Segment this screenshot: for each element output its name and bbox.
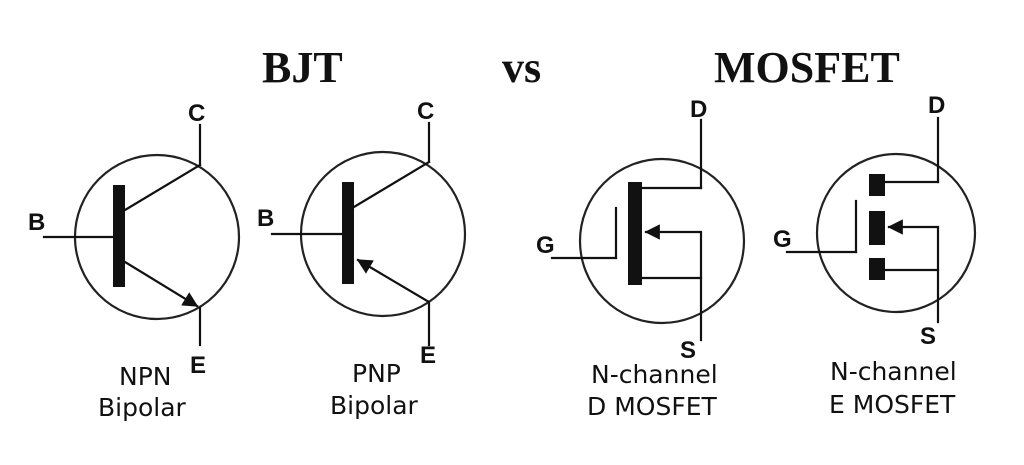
dmosfet-pin-gate-label: G bbox=[536, 232, 555, 259]
npn-pin-base-label: B bbox=[28, 209, 45, 236]
emosfet-caption-line1: N-channel bbox=[830, 357, 957, 386]
dmosfet-channel-bar bbox=[628, 182, 642, 285]
npn-transistor-symbol: B C E NPN Bipolar bbox=[28, 100, 241, 422]
title-mosfet: MOSFET bbox=[714, 43, 900, 92]
pnp-transistor-symbol: B C E PNP Bipolar bbox=[257, 98, 467, 420]
dmosfet-caption-line1: N-channel bbox=[591, 360, 718, 389]
dmosfet-caption-line2: D MOSFET bbox=[587, 392, 717, 421]
pnp-caption-line1: PNP bbox=[352, 359, 401, 388]
pnp-pin-base-label: B bbox=[257, 205, 274, 232]
title-bjt: BJT bbox=[262, 43, 343, 92]
emosfet-envelope bbox=[815, 152, 977, 314]
npn-pin-emitter-label: E bbox=[190, 352, 206, 379]
dmosfet-envelope bbox=[578, 157, 746, 325]
npn-pin-collector-label: C bbox=[188, 100, 205, 127]
depletion-mosfet-symbol: D G S N-channel D MOSFET bbox=[536, 96, 746, 421]
npn-collector-lead bbox=[123, 163, 202, 212]
npn-base-bar bbox=[113, 185, 125, 287]
npn-emitter-lead bbox=[123, 260, 199, 308]
emosfet-pin-source-label: S bbox=[920, 323, 936, 350]
emosfet-caption-line2: E MOSFET bbox=[829, 390, 956, 419]
pnp-pin-emitter-label: E bbox=[420, 342, 436, 369]
pnp-caption-line2: Bipolar bbox=[330, 391, 419, 420]
pnp-collector-lead bbox=[352, 160, 431, 209]
pnp-pin-collector-label: C bbox=[417, 98, 434, 125]
enhancement-mosfet-symbol: D G S N-channel E MOSFET bbox=[773, 92, 977, 419]
emosfet-channel-segment-middle bbox=[869, 211, 885, 245]
title-vs: vs bbox=[502, 43, 541, 92]
dmosfet-pin-source-label: S bbox=[680, 337, 696, 364]
emosfet-pin-gate-label: G bbox=[773, 226, 792, 253]
pnp-emitter-lead bbox=[356, 258, 431, 304]
emosfet-channel-segment-top bbox=[869, 174, 885, 196]
emosfet-channel-segment-bottom bbox=[869, 258, 885, 280]
pnp-base-bar bbox=[342, 182, 354, 284]
npn-caption-line1: NPN bbox=[119, 362, 171, 391]
npn-caption-line2: Bipolar bbox=[98, 393, 187, 422]
dmosfet-pin-drain-label: D bbox=[690, 96, 707, 123]
emosfet-pin-drain-label: D bbox=[928, 92, 945, 119]
